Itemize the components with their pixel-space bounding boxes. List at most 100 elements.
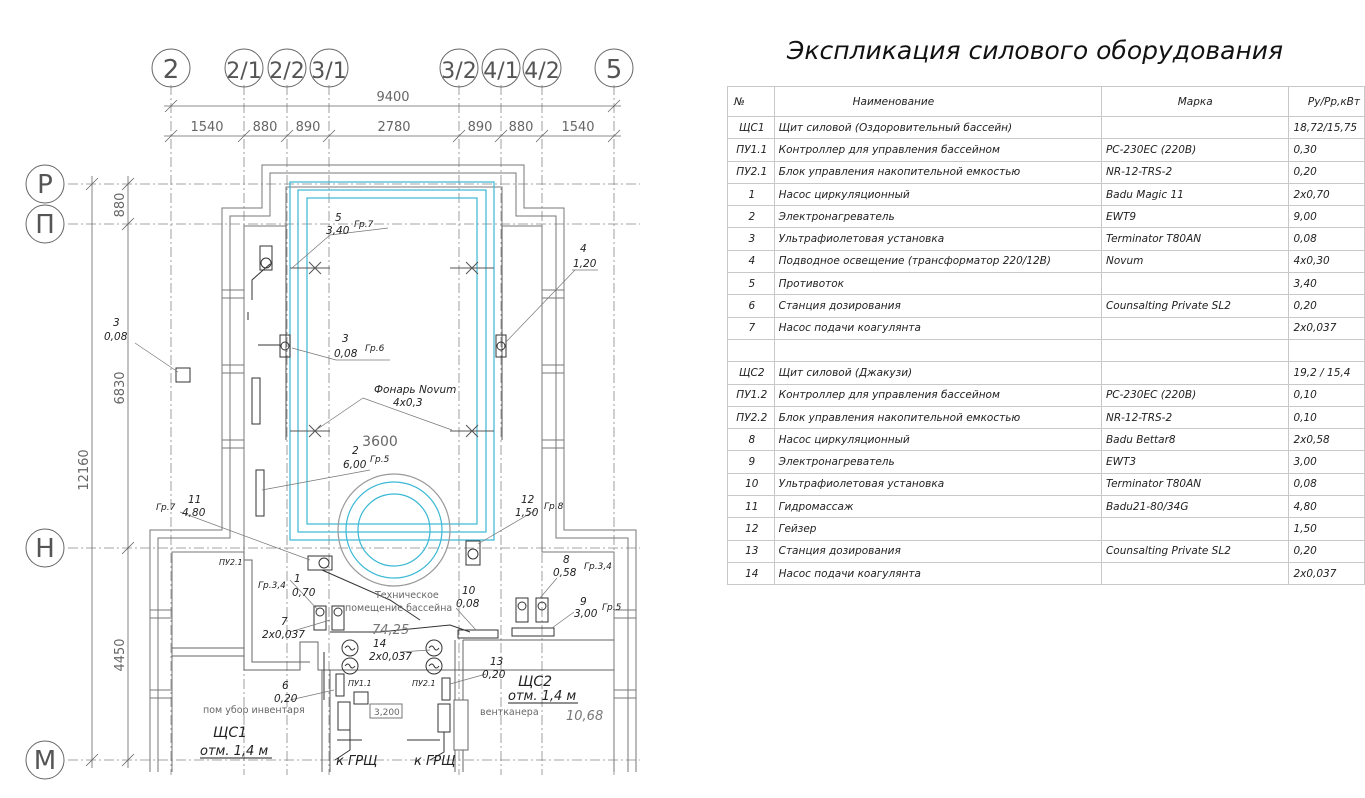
label-8-val: 0,58 bbox=[553, 567, 577, 579]
label-13-num: 13 bbox=[490, 656, 503, 668]
room-vent: вентканера bbox=[480, 707, 539, 718]
row-power: 2х0,58 bbox=[1288, 428, 1365, 452]
dim-pool: 3600 bbox=[362, 434, 398, 450]
label-pu11: ПУ1.1 bbox=[348, 679, 372, 688]
label-2-val: 6,00 bbox=[343, 459, 367, 471]
leader-lines bbox=[134, 227, 598, 701]
label-3b-val: 0,08 bbox=[334, 348, 358, 360]
row-power: 0,08 bbox=[1288, 227, 1365, 251]
row-name: Контроллер для управления бассейном bbox=[773, 383, 1102, 407]
table-row bbox=[727, 338, 1365, 363]
axis-label-p: П bbox=[35, 210, 55, 240]
row-name: Блок управления накопительной емкостью bbox=[773, 160, 1102, 184]
row-brand bbox=[1100, 338, 1290, 363]
row-power: 4,80 bbox=[1288, 495, 1365, 519]
row-brand: PC-230EC (220В) bbox=[1100, 383, 1290, 407]
label-6-num: 6 bbox=[282, 680, 289, 692]
row-brand bbox=[1100, 316, 1290, 340]
axis-label-5: 5 bbox=[606, 55, 623, 85]
row-brand: Terminator T80AN bbox=[1100, 227, 1290, 251]
panel-2-mark: отм. 1,4 м bbox=[508, 689, 576, 704]
row-brand: Badu Magic 11 bbox=[1100, 182, 1290, 207]
axis-label-3-1: 3/1 bbox=[311, 59, 346, 84]
row-brand: Badu Bettar8 bbox=[1100, 428, 1290, 452]
row-name: Электронагреватель bbox=[773, 450, 1102, 474]
row-number: ПУ1.2 bbox=[727, 383, 775, 407]
area-value: 10,68 bbox=[566, 709, 603, 724]
level-tag: 3,200 bbox=[374, 708, 400, 718]
row-number: 12 bbox=[727, 517, 775, 541]
label-8-group: Гр.3,4 bbox=[584, 562, 612, 572]
equipment bbox=[175, 245, 555, 761]
axis-label-2-2: 2/2 bbox=[269, 59, 304, 84]
dim-left-1: 880 bbox=[113, 193, 128, 218]
label-1-group: Гр.3,4 bbox=[258, 581, 286, 591]
label-5-num: 5 bbox=[335, 212, 342, 224]
row-power: 0,10 bbox=[1288, 405, 1365, 430]
row-name: Гидромассаж bbox=[773, 495, 1102, 519]
row-brand: Counsalting Private SL2 bbox=[1100, 294, 1290, 318]
axis-label-4-1: 4/1 bbox=[483, 59, 518, 84]
dim-top-3: 890 bbox=[296, 120, 321, 135]
row-number: ПУ2.1 bbox=[727, 160, 775, 184]
row-number: 6 bbox=[727, 294, 775, 318]
row-number: 7 bbox=[727, 316, 775, 340]
axis-label-2-1: 2/1 bbox=[226, 59, 261, 84]
row-brand: Counsalting Private SL2 bbox=[1100, 539, 1290, 563]
dim-left-3: 12160 bbox=[77, 449, 92, 490]
label-1-num: 1 bbox=[294, 573, 301, 585]
label-10-num: 10 bbox=[462, 585, 476, 597]
label-2-group: Гр.5 bbox=[370, 455, 390, 465]
row-number: ЩС2 bbox=[727, 361, 775, 385]
row-number: 3 bbox=[727, 227, 775, 251]
label-9-num: 9 bbox=[580, 596, 587, 608]
row-name: Подводное освещение (трансформатор 220/1… bbox=[773, 249, 1102, 274]
row-name: Блок управления накопительной емкостью bbox=[773, 405, 1102, 430]
row-number: 13 bbox=[727, 539, 775, 563]
label-6-val: 0,20 bbox=[274, 693, 298, 705]
row-power: 19,2 / 15,4 bbox=[1288, 361, 1365, 385]
row-name: Ультрафиолетовая установка bbox=[773, 472, 1102, 497]
dimension-lines bbox=[85, 99, 621, 768]
row-power: 1,50 bbox=[1288, 517, 1365, 541]
label-2-num: 2 bbox=[352, 445, 359, 457]
row-name bbox=[773, 338, 1102, 363]
row-brand: NR-12-TRS-2 bbox=[1100, 405, 1290, 430]
row-brand: Terminator T80AN bbox=[1100, 472, 1290, 497]
row-name: Контроллер для управления бассейном bbox=[773, 138, 1102, 162]
label-3a-num: 3 bbox=[113, 317, 120, 329]
row-number: 14 bbox=[727, 561, 775, 586]
label-11-val: 4,80 bbox=[182, 507, 206, 519]
row-number: 2 bbox=[727, 205, 775, 229]
row-brand bbox=[1100, 272, 1290, 296]
row-number: 10 bbox=[727, 472, 775, 497]
label-12-val: 1,50 bbox=[515, 507, 539, 519]
row-power: 18,72/15,75 bbox=[1288, 115, 1365, 140]
row-brand: EWT9 bbox=[1100, 205, 1290, 229]
pool-lights bbox=[285, 226, 503, 440]
label-pu21-a: ПУ2.1 bbox=[219, 558, 243, 567]
label-9-val: 3,00 bbox=[574, 608, 598, 620]
row-name: Щит силовой (Оздоровительный бассейн) bbox=[773, 115, 1102, 140]
label-9-group: Гр.5 bbox=[602, 603, 622, 613]
row-brand: EWT3 bbox=[1100, 450, 1290, 474]
floor-plan: 2 2/1 2/2 3/1 3/2 4/1 4/2 5 Р П Н М 9400… bbox=[25, 48, 640, 780]
room-tech-2: помещение бассейна bbox=[345, 603, 452, 614]
row-number: ПУ1.1 bbox=[727, 138, 775, 162]
label-3b-group: Гр.6 bbox=[365, 344, 385, 354]
row-power: 0,20 bbox=[1288, 160, 1365, 184]
